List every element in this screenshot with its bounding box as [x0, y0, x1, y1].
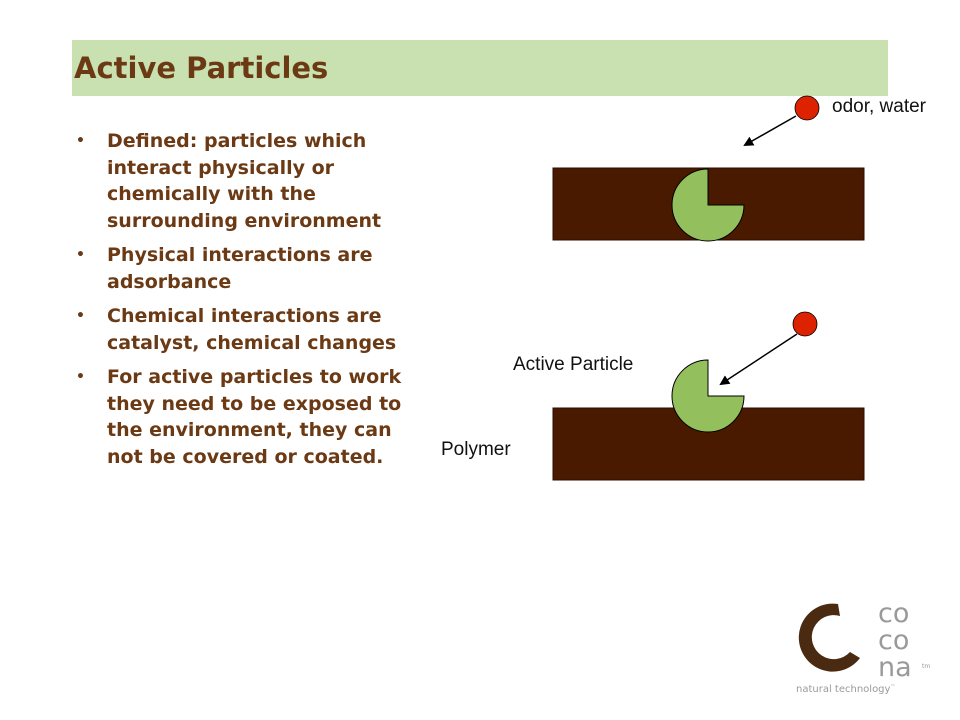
bullet-text: Defined: particles which interact physic… — [107, 130, 382, 232]
logo-line-1: co — [878, 598, 909, 629]
bullet-dot-icon: • — [76, 308, 85, 324]
bullet-item: • Chemical interactions are catalyst, che… — [74, 303, 414, 356]
bullet-text: Chemical interactions are catalyst, chem… — [107, 305, 397, 354]
bullet-text: For active particles to work they need t… — [107, 366, 402, 468]
arrow-bottom — [719, 333, 798, 386]
molecule-top — [794, 95, 820, 121]
logo-tagline-mark: ™ — [890, 684, 895, 690]
active-particle-label: Active Particle — [513, 354, 634, 375]
logo-tagline: natural technology™ — [796, 684, 895, 695]
bullet-list: • Defined: particles which interact physi… — [74, 128, 414, 478]
title-bar — [72, 40, 888, 96]
bullet-dot-icon: • — [76, 369, 85, 385]
cocona-c-icon — [798, 603, 860, 672]
bullet-dot-icon: • — [76, 247, 85, 263]
polymer-label: Polymer — [441, 439, 511, 460]
odor-water-label: odor, water — [832, 96, 926, 117]
molecule-bottom — [792, 311, 818, 337]
logo-line-3: na — [878, 652, 912, 683]
logo-trademark: tm — [922, 663, 930, 670]
active-particle-top — [671, 168, 745, 242]
logo-line-2: co — [878, 625, 909, 656]
cocona-logo: co co na tm natural technology™ — [796, 598, 930, 695]
slide-title: Active Particles — [74, 51, 329, 85]
bullet-text: Physical interactions are adsorbance — [107, 244, 373, 293]
bullet-item: • For active particles to work they need … — [74, 364, 414, 470]
logo-tagline-text: natural technology — [796, 684, 891, 695]
bullet-item: • Defined: particles which interact physi… — [74, 128, 414, 234]
bullet-item: • Physical interactions are adsorbance — [74, 242, 414, 295]
active-particle-bottom — [671, 359, 745, 433]
bullet-dot-icon: • — [76, 133, 85, 149]
arrow-top — [743, 115, 797, 146]
